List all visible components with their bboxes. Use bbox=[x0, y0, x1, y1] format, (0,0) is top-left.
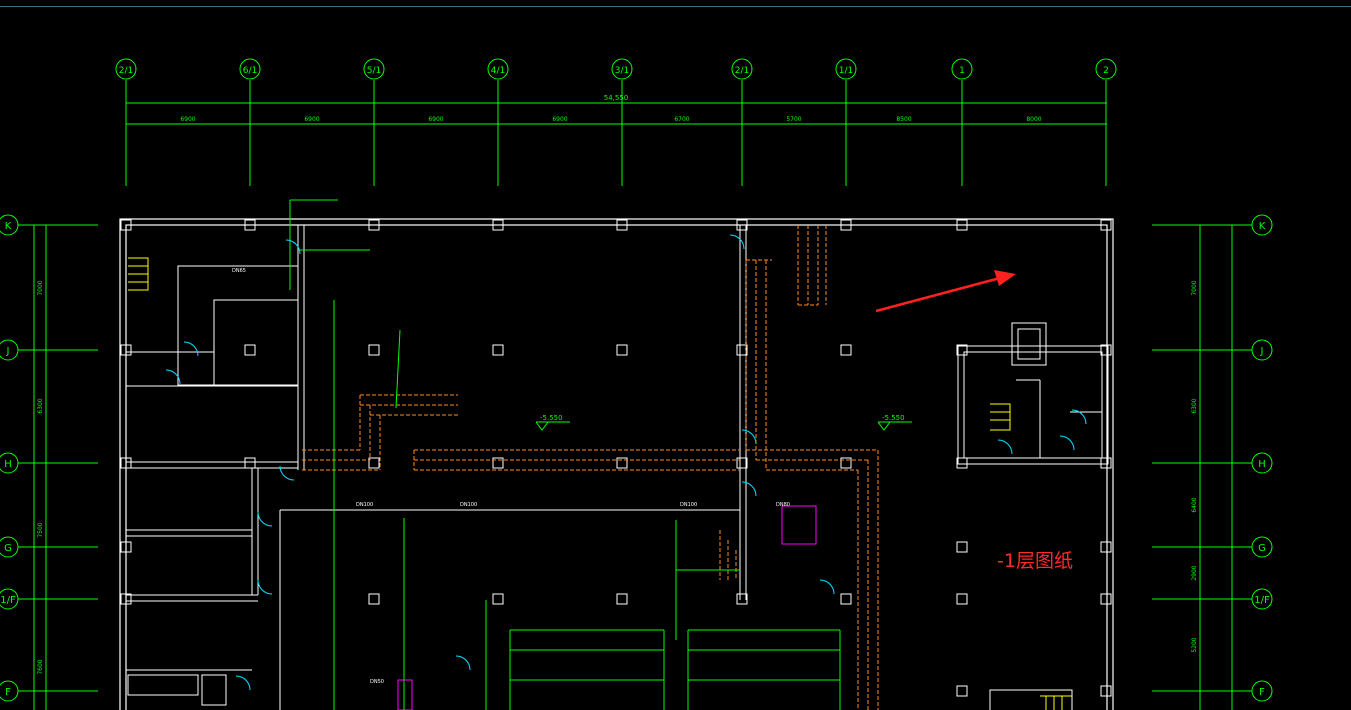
svg-text:H: H bbox=[1258, 459, 1266, 470]
svg-text:4/1: 4/1 bbox=[491, 66, 505, 76]
right-stair-core bbox=[957, 322, 1109, 710]
top-dimension-texts: 6900 6900 6900 6900 6700 5700 8500 8000 bbox=[180, 116, 1041, 123]
svg-text:G: G bbox=[4, 543, 12, 554]
red-arrow-pointer bbox=[875, 270, 1016, 313]
svg-text:2/1: 2/1 bbox=[735, 66, 749, 76]
pipe-label-4: DN80 bbox=[776, 502, 790, 508]
svg-text:5/1: 5/1 bbox=[367, 66, 381, 76]
top-axis-bubble-9: 2 bbox=[1095, 58, 1117, 80]
right-dimension-2: 6300 bbox=[1191, 398, 1198, 413]
viewport-top-border bbox=[0, 6, 1351, 7]
svg-text:2/1: 2/1 bbox=[119, 66, 133, 76]
top-axis-bubble-1: 2/1 bbox=[115, 58, 137, 80]
top-axis-bubble-4: 4/1 bbox=[487, 58, 509, 80]
left-dimension-2: 6300 bbox=[37, 398, 44, 413]
elevation-markers bbox=[535, 421, 912, 431]
side-dimension-lines bbox=[33, 225, 1233, 710]
svg-text:F: F bbox=[1259, 687, 1265, 698]
svg-text:1/1: 1/1 bbox=[839, 66, 853, 76]
stairs bbox=[128, 257, 1072, 710]
top-dimension-lines bbox=[125, 80, 1107, 186]
structural-columns bbox=[120, 219, 1112, 697]
door-arcs bbox=[165, 234, 1087, 691]
left-dimension-3: 7500 bbox=[37, 522, 44, 537]
right-dimension-5: 5200 bbox=[1191, 637, 1198, 652]
svg-text:1/F: 1/F bbox=[0, 595, 16, 606]
right-dimension-4: 2900 bbox=[1191, 565, 1198, 580]
svg-text:J: J bbox=[6, 346, 10, 357]
pipe-label-3: DN100 bbox=[680, 502, 697, 508]
left-rooms bbox=[126, 225, 747, 710]
svg-text:K: K bbox=[1259, 221, 1266, 232]
elevation-text-2: -5.550 bbox=[882, 414, 905, 422]
top-dimension-8: 8000 bbox=[1026, 116, 1041, 123]
svg-text:G: G bbox=[1258, 543, 1266, 554]
top-axis-bubbles: 2/1 6/1 5/1 4/1 3/1 2/1 1/1 1 2 bbox=[115, 58, 1117, 80]
svg-text:6/1: 6/1 bbox=[243, 66, 257, 76]
left-dimension-1: 7000 bbox=[37, 280, 44, 295]
top-dimension-1: 6900 bbox=[180, 116, 195, 123]
pipe-label-6: DN50 bbox=[370, 679, 384, 685]
top-axis-bubble-2: 6/1 bbox=[239, 58, 261, 80]
top-axis-bubble-7: 1/1 bbox=[835, 58, 857, 80]
top-dimension-7: 8500 bbox=[896, 116, 911, 123]
svg-text:H: H bbox=[4, 459, 12, 470]
pipe-label-1: DN100 bbox=[356, 502, 373, 508]
elevation-text-1: -5.550 bbox=[540, 414, 563, 422]
svg-text:3/1: 3/1 bbox=[615, 66, 629, 76]
pipe-label-5: DN65 bbox=[232, 268, 246, 274]
dashed-pipe-routes bbox=[302, 225, 879, 710]
svg-text:2: 2 bbox=[1103, 66, 1109, 76]
right-dimension-3: 6400 bbox=[1191, 497, 1198, 512]
green-pipes bbox=[289, 199, 841, 710]
pipe-label-2: DN100 bbox=[460, 502, 477, 508]
top-axis-bubble-8: 1 bbox=[951, 58, 973, 80]
left-dimension-4: 7600 bbox=[37, 659, 44, 674]
svg-text:1: 1 bbox=[959, 66, 965, 76]
top-dimension-5: 6700 bbox=[674, 116, 689, 123]
left-dimension-texts: 7000 6300 7500 7600 bbox=[37, 280, 44, 674]
magenta-equipment bbox=[397, 505, 817, 710]
right-dimension-1: 7000 bbox=[1191, 280, 1198, 295]
top-dimension-6: 5700 bbox=[786, 116, 801, 123]
svg-text:K: K bbox=[5, 221, 12, 232]
floor-annotation: -1层图纸 bbox=[997, 550, 1073, 572]
svg-text:F: F bbox=[5, 687, 11, 698]
top-axis-bubble-5: 3/1 bbox=[611, 58, 633, 80]
top-total-dimension: 54,550 bbox=[604, 94, 629, 102]
svg-text:1/F: 1/F bbox=[1254, 595, 1270, 606]
top-dimension-4: 6900 bbox=[552, 116, 567, 123]
right-dimension-texts: 7000 6300 6400 2900 5200 bbox=[1191, 280, 1198, 652]
side-axis-5: 1/F 1/F bbox=[0, 588, 1273, 610]
top-axis-bubble-6: 2/1 bbox=[731, 58, 753, 80]
svg-text:J: J bbox=[1260, 346, 1264, 357]
top-axis-bubble-3: 5/1 bbox=[363, 58, 385, 80]
top-dimension-2: 6900 bbox=[304, 116, 319, 123]
top-dimension-3: 6900 bbox=[428, 116, 443, 123]
